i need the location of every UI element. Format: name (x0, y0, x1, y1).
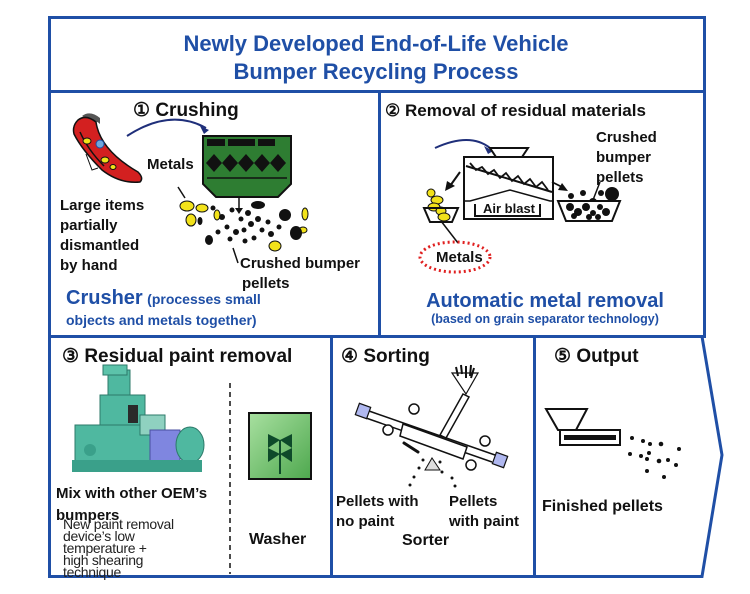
no-paint-line-2: no paint (336, 513, 395, 530)
step-1-caption: Crusher (processes small objects and met… (66, 288, 261, 331)
step-1-metals-label: Metals (147, 156, 194, 173)
step-2-heading: ② Removal of residual materials (385, 101, 646, 121)
no-paint-label: Pellets with no paint (336, 492, 419, 532)
large-items-line-1: Large items (60, 197, 145, 214)
title-line-1: Newly Developed End-of-Life Vehicle (183, 31, 569, 56)
step2-pellets-line-1: Crushed (596, 129, 657, 146)
device-note-line-5: technique (63, 564, 122, 580)
pellets-line-2: pellets (242, 275, 290, 292)
device-note-line-1: New paint removal (63, 516, 174, 532)
step-4-title: Sorting (363, 346, 430, 367)
large-items-line-2: partially (60, 217, 118, 234)
step-3-title: Residual paint removal (84, 346, 293, 367)
washer-label: Washer (249, 531, 307, 548)
device-note-label: New paint removal device’s low temperatu… (63, 516, 174, 580)
sorter-label: Sorter (402, 532, 450, 549)
bumper-icon (72, 113, 143, 183)
mix-oem-label: Mix with other OEM’s bumpers (56, 483, 207, 527)
finished-pellets-label: Finished pellets (542, 498, 663, 515)
with-paint-label: Pellets with paint (449, 492, 519, 532)
diagram-title: Newly Developed End-of-Life Vehicle Bump… (50, 30, 702, 86)
with-paint-line-1: Pellets (449, 493, 498, 510)
large-items-line-4: by hand (60, 257, 118, 274)
title-line-2: Bumper Recycling Process (233, 59, 519, 84)
large-items-line-3: dismantled (60, 237, 140, 254)
no-paint-line-1: Pellets with (336, 493, 419, 510)
crusher-icon (202, 135, 292, 198)
step-2-metals-label: Metals (436, 249, 483, 266)
step-5-title: Output (576, 346, 639, 367)
metal-removal-caption-sub: (based on grain separator technology) (431, 312, 659, 326)
metal-removal-caption-main: Automatic metal removal (426, 290, 664, 312)
device-note-line-3: temperature + (63, 540, 147, 556)
crusher-caption-sub-1: (processes small (147, 291, 261, 307)
crusher-caption-sub-2: objects and metals together) (66, 312, 257, 328)
step-2-pellets-label: Crushed bumper pellets (596, 128, 657, 188)
crusher-caption-main: Crusher (66, 287, 143, 309)
step-2-caption: Automatic metal removal (based on grain … (390, 290, 700, 326)
step2-pellets-line-2: bumper (596, 149, 652, 166)
step-2-title: Removal of residual materials (404, 101, 646, 120)
step-1-pellets-label: Crushed bumper pellets (240, 254, 360, 294)
step-1-heading: ① Crushing (133, 99, 239, 122)
step-4-number: ④ (341, 346, 359, 367)
air-blast-label: Air blast (483, 201, 536, 216)
step-5-number: ⑤ (554, 346, 572, 367)
step-1-large-items-label: Large items partially dismantled by hand (60, 196, 144, 276)
step-2-number: ② (385, 101, 401, 120)
step2-pellets-line-3: pellets (596, 169, 644, 186)
device-note-line-4: high shearing (63, 552, 144, 568)
mix-line-1: Mix with other OEM’s (56, 485, 208, 502)
device-note-line-2: device’s low (63, 528, 135, 544)
mix-line-2: bumpers (56, 507, 120, 524)
step-1-number: ① (133, 100, 151, 121)
with-paint-line-2: with paint (449, 513, 519, 530)
step-5-heading: ⑤ Output (554, 345, 639, 368)
step-3-heading: ③ Residual paint removal (62, 345, 292, 368)
step-4-heading: ④ Sorting (341, 345, 430, 368)
step-1-title: Crushing (155, 100, 239, 121)
washer-icon (248, 412, 312, 480)
step-3-number: ③ (62, 346, 80, 367)
pellets-line-1: Crushed bumper (240, 255, 361, 272)
